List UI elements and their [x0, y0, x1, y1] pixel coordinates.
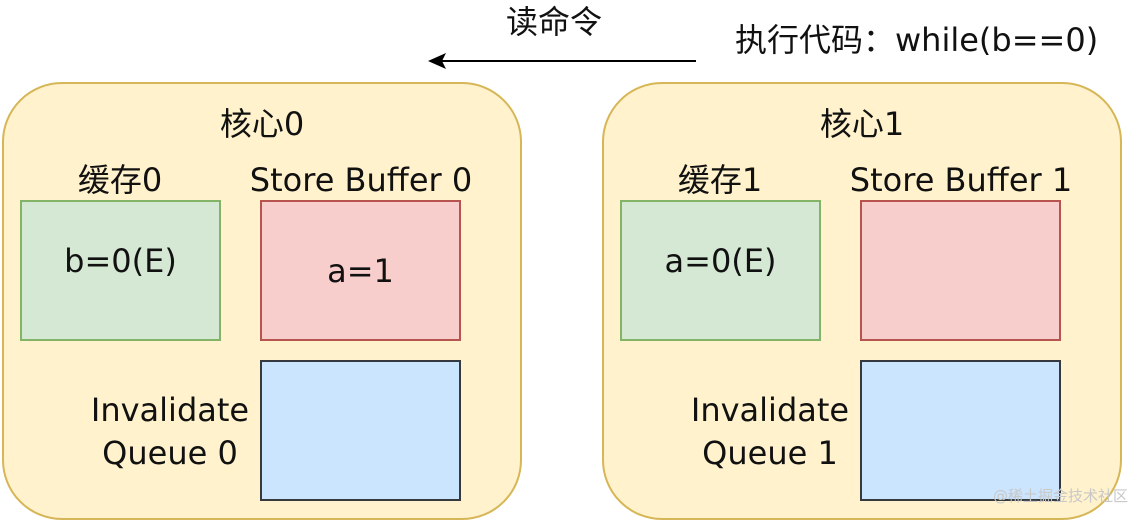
store-buffer-1-label: Store Buffer 1	[849, 161, 1073, 199]
watermark: @稀土掘金技术社区	[992, 487, 1128, 505]
read-command-label: 读命令	[506, 3, 603, 41]
invalidate-queue-1-line1: Invalidate	[690, 391, 850, 429]
store-buffer-0-label: Store Buffer 0	[249, 161, 473, 199]
invalidate-queue-1-line2: Queue 1	[702, 434, 838, 472]
arrow-head	[428, 53, 446, 69]
read-command-arrow	[428, 53, 696, 69]
invalidate-queue-0-label: Invalidate Queue 0	[85, 389, 255, 475]
invalidate-queue-0-line1: Invalidate	[90, 391, 250, 429]
cache-0-box: b=0(E)	[20, 200, 221, 341]
cache-1-value: a=0(E)	[664, 241, 777, 280]
invalidate-queue-1-box	[860, 360, 1061, 501]
core-1-title: 核心1	[819, 105, 905, 143]
cache-0-value: b=0(E)	[64, 241, 177, 280]
invalidate-queue-0-line2: Queue 0	[102, 434, 238, 472]
invalidate-queue-1-label: Invalidate Queue 1	[685, 389, 855, 475]
cache-0-label: 缓存0	[77, 161, 163, 199]
store-buffer-0-value: a=1	[327, 251, 394, 290]
store-buffer-0-box: a=1	[260, 200, 461, 341]
store-buffer-1-box	[860, 200, 1061, 341]
exec-code-label: 执行代码：while(b==0)	[735, 21, 1099, 59]
core-0-title: 核心0	[219, 105, 305, 143]
cache-1-label: 缓存1	[677, 161, 763, 199]
cache-1-box: a=0(E)	[620, 200, 821, 341]
invalidate-queue-0-box	[260, 360, 461, 501]
